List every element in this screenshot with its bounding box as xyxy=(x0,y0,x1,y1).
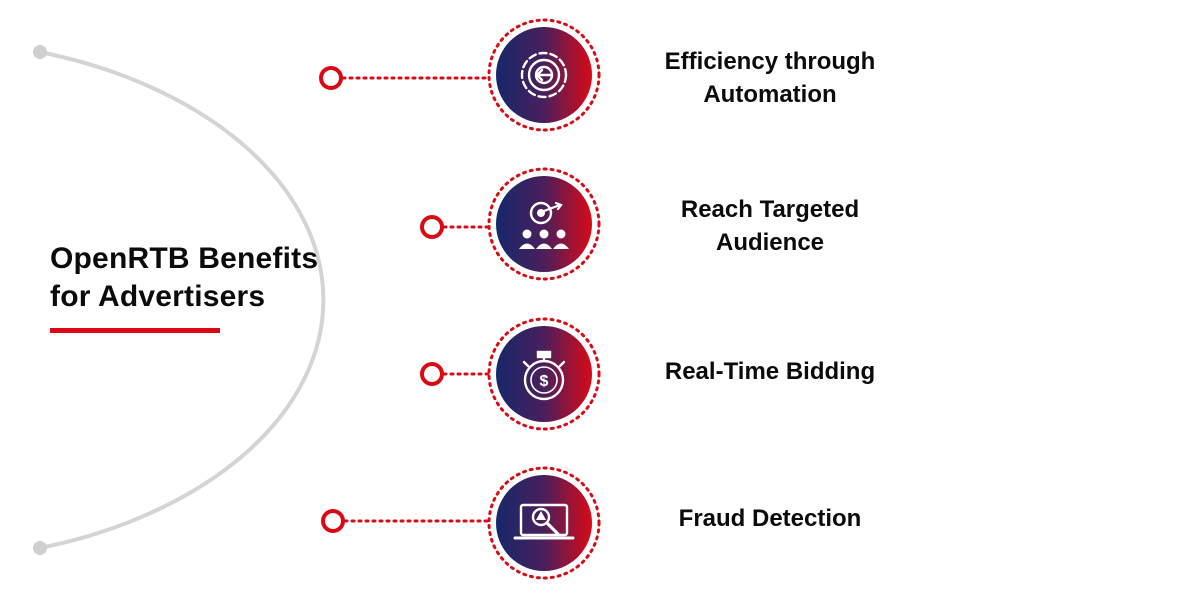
laptop-alert-magnifier-icon xyxy=(513,503,575,540)
title-underline xyxy=(50,328,220,333)
arc-end-dot-top xyxy=(33,45,47,59)
title-line-1: OpenRTB Benefits xyxy=(50,242,319,275)
gear-automation-icon xyxy=(520,51,568,99)
target-audience-icon xyxy=(519,201,569,249)
arc-marker xyxy=(420,215,444,239)
benefit-label-line: Reach Targeted xyxy=(680,196,860,223)
benefit-node-2 xyxy=(420,167,601,281)
badge-circle xyxy=(496,475,592,571)
badge-dotted-ring xyxy=(487,466,601,580)
arc-marker xyxy=(319,66,343,90)
badge-dotted-ring xyxy=(487,18,601,132)
benefit-label-line: Efficiency through xyxy=(664,48,876,75)
benefit-label-1: Efficiency through Automation xyxy=(620,45,920,111)
diagram-title: OpenRTB Benefits for Advertisers xyxy=(50,240,380,333)
badge-circle xyxy=(496,326,592,422)
benefit-label-line: Fraud Detection xyxy=(678,505,862,532)
benefit-node-4 xyxy=(321,466,601,580)
benefit-node-1 xyxy=(319,18,601,132)
benefit-node-3: $ xyxy=(420,317,601,431)
benefit-label-4: Fraud Detection xyxy=(620,502,920,535)
badge-circle xyxy=(496,176,592,272)
benefit-label-line: Audience xyxy=(715,229,825,256)
benefit-label-line: Real-Time Bidding xyxy=(664,358,876,385)
svg-text:$: $ xyxy=(540,373,549,390)
title-line-2: for Advertisers xyxy=(50,280,266,313)
badge-dotted-ring xyxy=(487,317,601,431)
arc-end-dot-bottom xyxy=(33,541,47,555)
arc-marker xyxy=(321,509,345,533)
benefit-label-3: Real-Time Bidding xyxy=(620,355,920,388)
arc-marker xyxy=(420,362,444,386)
stopwatch-dollar-icon: $ xyxy=(522,350,566,401)
main-arc xyxy=(39,50,326,550)
badge-dotted-ring xyxy=(487,167,601,281)
benefit-label-2: Reach Targeted Audience xyxy=(620,193,920,259)
benefit-label-line: Automation xyxy=(703,81,837,108)
